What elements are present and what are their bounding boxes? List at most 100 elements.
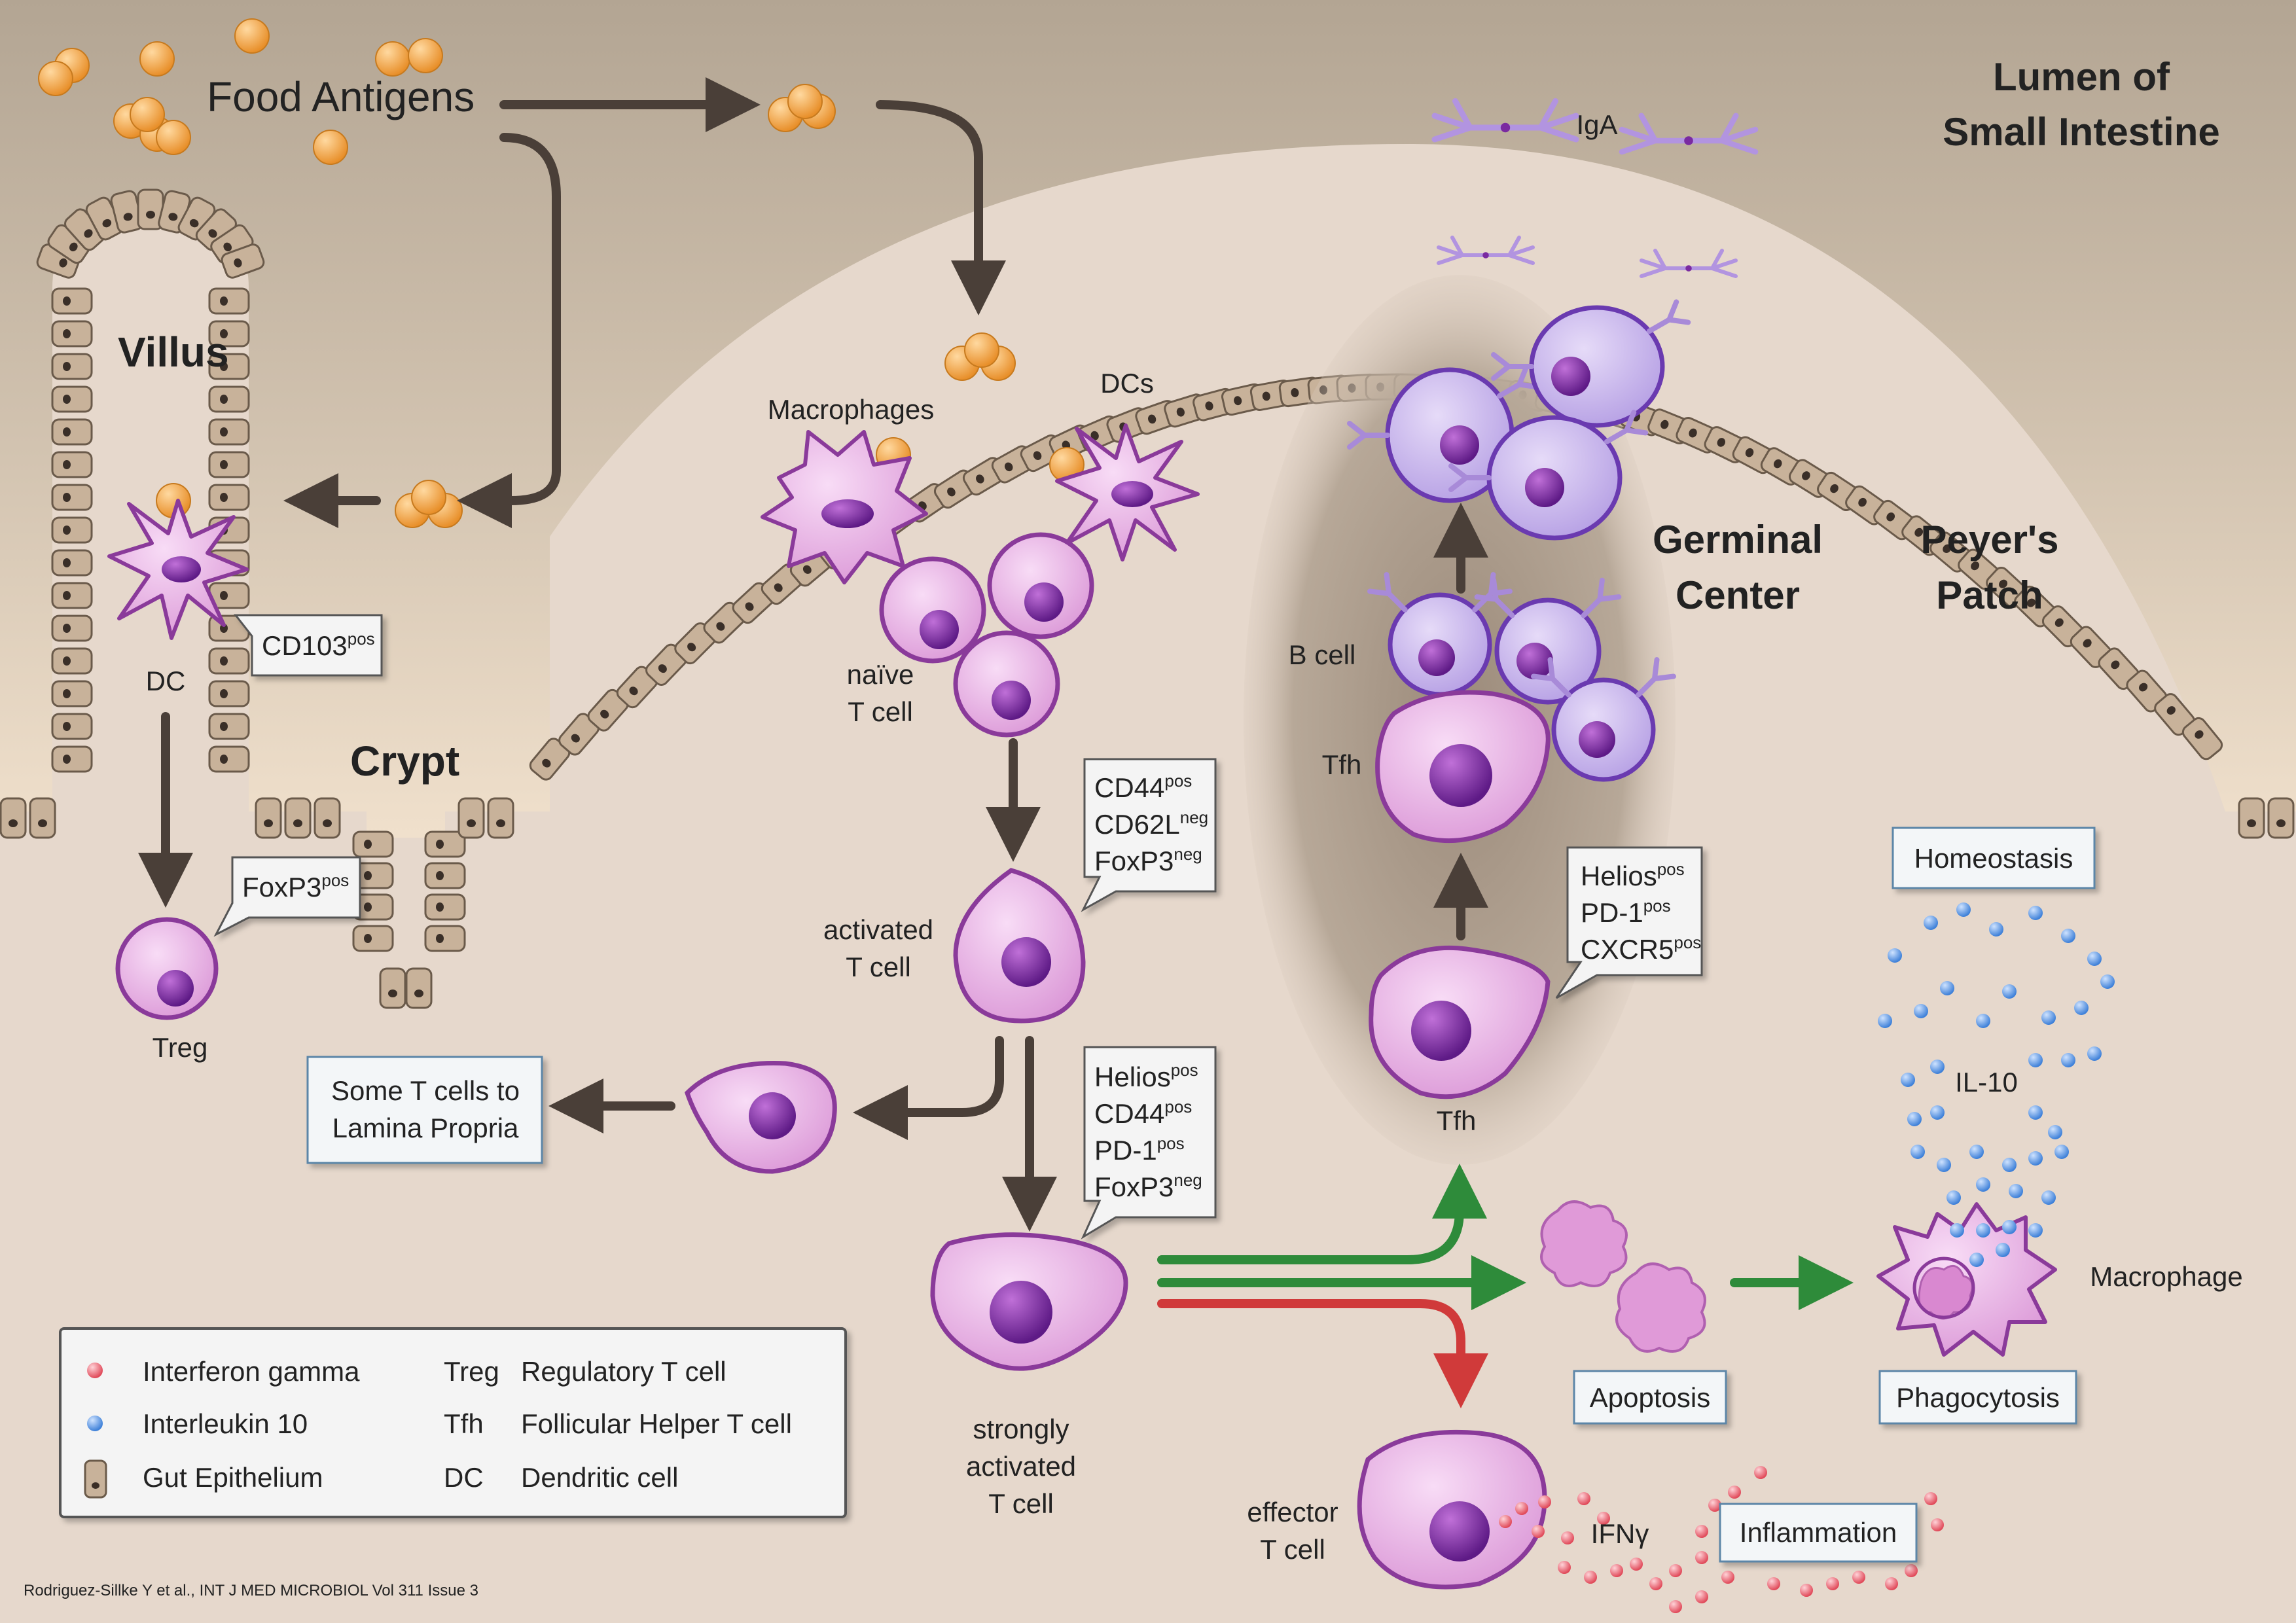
il10-dot (1910, 1145, 1925, 1159)
svg-text:FoxP3pos: FoxP3pos (242, 870, 349, 902)
plasma-cell (1448, 410, 1649, 541)
lumen-title-line2: Small Intestine (1943, 110, 2219, 154)
food-antigens-label: Food Antigens (207, 73, 475, 120)
epithelial-cell (51, 582, 93, 609)
epithelial-cell (352, 925, 394, 952)
epithelial-cell (51, 647, 93, 675)
il10-dot (2061, 1053, 2075, 1067)
svg-text:CD103pos: CD103pos (262, 629, 375, 661)
lumen-title-line1: Lumen of (1993, 55, 2170, 99)
il10-dot (1950, 1223, 1964, 1238)
epithelial-cell (208, 647, 250, 675)
strong-marker-4-sup: neg (1174, 1170, 1202, 1190)
ifng-dot (1695, 1525, 1708, 1538)
epithelial-cell (208, 680, 250, 707)
il10-dot (2048, 1125, 2062, 1139)
legend-il10-swatch (87, 1416, 103, 1431)
dcs-label: DCs (1100, 368, 1154, 399)
epithelial-cell (29, 797, 56, 839)
epithelial-cell (405, 967, 433, 1009)
ifng-dot (1754, 1466, 1767, 1479)
epithelial-cell (51, 484, 93, 511)
effector-label-line1: effector (1247, 1497, 1338, 1527)
b-cell-cluster (1347, 299, 1691, 782)
apoptotic-cells (1540, 1200, 1706, 1353)
svg-text:FoxP3neg: FoxP3neg (1094, 1170, 1202, 1202)
ifng-dot (1800, 1584, 1813, 1597)
epithelial-cell (645, 643, 687, 686)
epithelial-cell (208, 418, 250, 446)
effector-label-line2: T cell (1260, 1534, 1325, 1565)
ifng-dot (1728, 1486, 1741, 1499)
il10-dot (2002, 984, 2017, 999)
epithelial-cell (51, 451, 93, 478)
antigen-particle (139, 41, 175, 77)
legend-abbr-2: Tfh (444, 1408, 484, 1439)
homeostasis-box: Homeostasis (1892, 827, 2096, 889)
activated-marker-3-name: FoxP3 (1094, 846, 1174, 876)
activated-marker-2-name: CD62L (1094, 809, 1180, 840)
antibody-receptor (1531, 657, 1571, 698)
callout-cd103: CD103pos (233, 614, 383, 677)
apoptosis-box: Apoptosis (1573, 1370, 1727, 1425)
ifng-dot (1669, 1564, 1682, 1577)
legend-abbr-1: Treg (444, 1356, 499, 1387)
antigen-particle (38, 61, 73, 96)
epithelial-cell (314, 797, 341, 839)
macrophages-label: Macrophages (768, 394, 934, 425)
epithelial-cell (208, 320, 250, 348)
ifng-dot (1538, 1495, 1551, 1508)
apoptosis-text: Apoptosis (1590, 1382, 1710, 1413)
il10-dot (2100, 974, 2115, 989)
phagocytosis-box: Phagocytosis (1878, 1370, 2077, 1425)
strong-marker-3-name: PD-1 (1094, 1135, 1157, 1166)
naive-label-line1: naïve (847, 659, 914, 690)
epithelial-cell (208, 484, 250, 511)
cd103-sup: pos (348, 629, 375, 649)
cd103-name: CD103 (262, 630, 348, 661)
activated-t-cell (953, 868, 1086, 1024)
iga-molecule (1639, 248, 1738, 279)
legend-abbr-3: DC (444, 1462, 484, 1493)
arrow-antigens-to-villus (457, 133, 561, 528)
ifng-dot (1931, 1518, 1944, 1531)
il10-dot (1996, 1243, 2010, 1257)
strongly-activated-t-cell (930, 1232, 1128, 1371)
ifng-dot (1885, 1577, 1898, 1590)
legend-meaning-1: Regulatory T cell (521, 1356, 726, 1387)
ifng-dot (1515, 1502, 1528, 1515)
epithelial-cell (110, 190, 143, 234)
svg-text:PD-1pos: PD-1pos (1094, 1133, 1185, 1166)
ifng-dots (1499, 1466, 1944, 1613)
epithelial-cell (2238, 797, 2265, 839)
il10-dot (1969, 1253, 1984, 1267)
legend-ifng-swatch (87, 1363, 103, 1378)
dendritic-cell-villus (107, 499, 249, 640)
lamina-box-line1: Some T cells to (331, 1075, 520, 1106)
germinal-center-line1: Germinal (1653, 518, 1823, 562)
antigen-particle (964, 332, 999, 368)
strong-label-line1: strongly (973, 1414, 1069, 1444)
ifng-dot (1852, 1571, 1865, 1584)
epithelial-cell (208, 713, 250, 740)
antigen-particle (787, 84, 823, 119)
naive-label-line2: T cell (848, 696, 913, 727)
foxp3-sup: pos (321, 870, 349, 890)
il10-dot (2028, 1151, 2043, 1166)
strong-marker-1-sup: pos (1171, 1060, 1198, 1080)
il10-dot (1976, 1014, 1990, 1028)
legend: Interferon gamma Interleukin 10 Gut Epit… (59, 1327, 847, 1518)
naive-t-cells (879, 532, 1094, 738)
antibody-receptor (1636, 657, 1676, 698)
antibody-receptor (1491, 352, 1534, 381)
ifng-dot (1558, 1561, 1571, 1574)
epithelial-cell (51, 516, 93, 544)
epithelial-cell (424, 862, 466, 889)
ifng-dot (1767, 1577, 1780, 1590)
epithelial-cell (0, 797, 27, 839)
strong-label-line2: activated (966, 1451, 1076, 1482)
ifng-dot (1826, 1577, 1839, 1590)
epithelial-cell (51, 353, 93, 380)
epithelial-cell (424, 893, 466, 921)
ifng-dot (1630, 1558, 1643, 1571)
